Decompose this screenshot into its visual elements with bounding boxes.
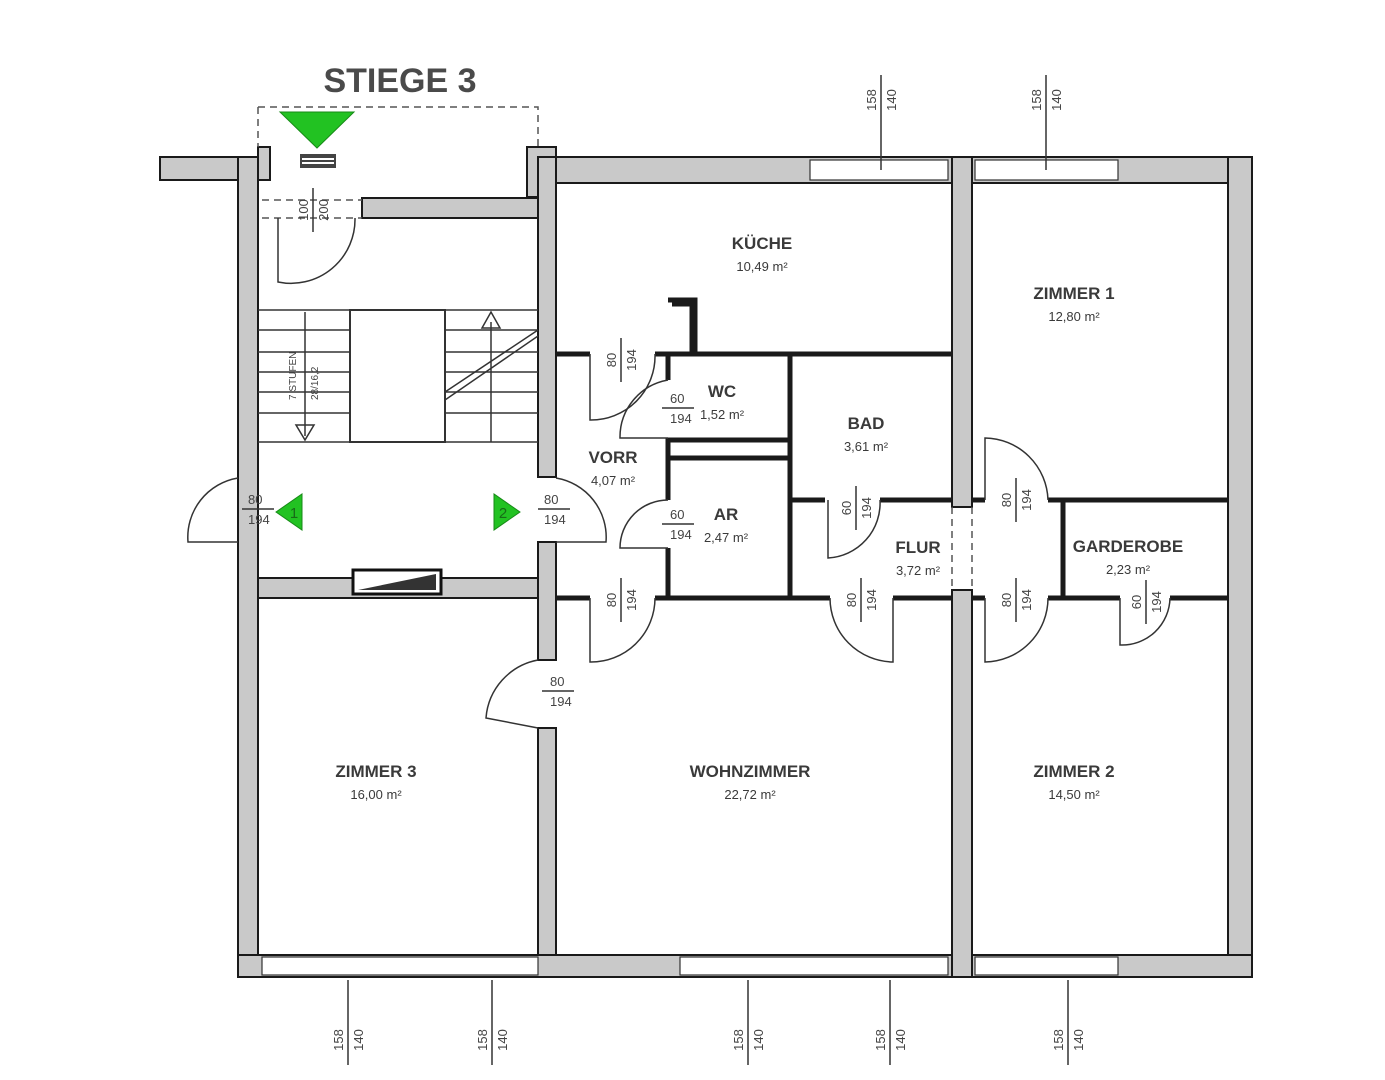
outer-walls [159,146,1253,978]
room-name: BAD [848,414,885,433]
window-width: 158 [1029,89,1044,111]
door-width: 80 [604,593,619,607]
door-width: 80 [550,674,564,689]
stair-ratio: 28/16,2 [310,366,321,400]
window-height: 140 [1049,89,1064,111]
room-name: FLUR [895,538,940,557]
entrance-arrow-icon [278,111,356,149]
window-height: 140 [1071,1029,1086,1051]
room-area: 12,80 m² [1048,309,1100,324]
room-area: 4,07 m² [591,473,636,488]
door-width: 80 [248,492,262,507]
room-name: ZIMMER 3 [335,762,416,781]
room-name: AR [714,505,739,524]
room-area: 22,72 m² [724,787,776,802]
room-name: ZIMMER 2 [1033,762,1114,781]
room-area: 2,23 m² [1106,562,1151,577]
entrance-markers: 1 2 [275,111,521,531]
door-width: 80 [844,593,859,607]
door-height: 194 [248,512,270,527]
door-height: 194 [670,527,692,542]
windows [261,159,1119,976]
door-width: 80 [604,353,619,367]
room-name: WC [708,382,736,401]
stair-steps: 7 STUFEN [288,352,299,400]
plan-title: STIEGE 3 [323,62,476,100]
room-name: ZIMMER 1 [1033,284,1114,303]
door-width: 60 [839,501,854,515]
marker-1-label: 1 [290,505,298,522]
door-height: 194 [624,589,639,611]
marker-1-icon [275,493,303,531]
door-height: 194 [550,694,572,709]
door-height: 194 [1019,489,1034,511]
room-area: 2,47 m² [704,530,749,545]
room-name: KÜCHE [732,234,792,253]
room-name: GARDEROBE [1073,537,1184,556]
room-area: 14,50 m² [1048,787,1100,802]
room-area: 3,61 m² [844,439,889,454]
window-width: 158 [1051,1029,1066,1051]
door-height: 194 [864,589,879,611]
room-area: 16,00 m² [350,787,402,802]
room-area: 1,52 m² [700,407,745,422]
door-width: 100 [296,199,311,221]
door-width: 60 [1129,595,1144,609]
window-width: 158 [475,1029,490,1051]
door-height: 194 [544,512,566,527]
marker-2-label: 2 [499,505,507,522]
door-width: 60 [670,391,684,406]
window-height: 140 [751,1029,766,1051]
door-height: 194 [1019,589,1034,611]
window-width: 158 [873,1029,888,1051]
door-height: 194 [624,349,639,371]
room-name: VORR [588,448,637,467]
room-name: WOHNZIMMER [690,762,811,781]
door-width: 60 [670,507,684,522]
window-width: 158 [331,1029,346,1051]
window-width: 158 [731,1029,746,1051]
room-area: 10,49 m² [736,259,788,274]
door-width: 80 [999,593,1014,607]
door-width: 80 [999,493,1014,507]
window-height: 140 [893,1029,908,1051]
window-height: 140 [495,1029,510,1051]
door-height: 194 [670,411,692,426]
door-height: 194 [1149,591,1164,613]
staircase: 7 STUFEN 28/16,2 [258,154,539,443]
door-height: 200 [316,199,331,221]
window-width: 158 [864,89,879,111]
door-width: 80 [544,492,558,507]
door-swings [187,217,1171,729]
room-area: 3,72 m² [896,563,941,578]
interior-walls [257,106,1228,601]
door-height: 194 [859,497,874,519]
window-height: 140 [884,89,899,111]
marker-2-icon [493,493,521,531]
window-height: 140 [351,1029,366,1051]
